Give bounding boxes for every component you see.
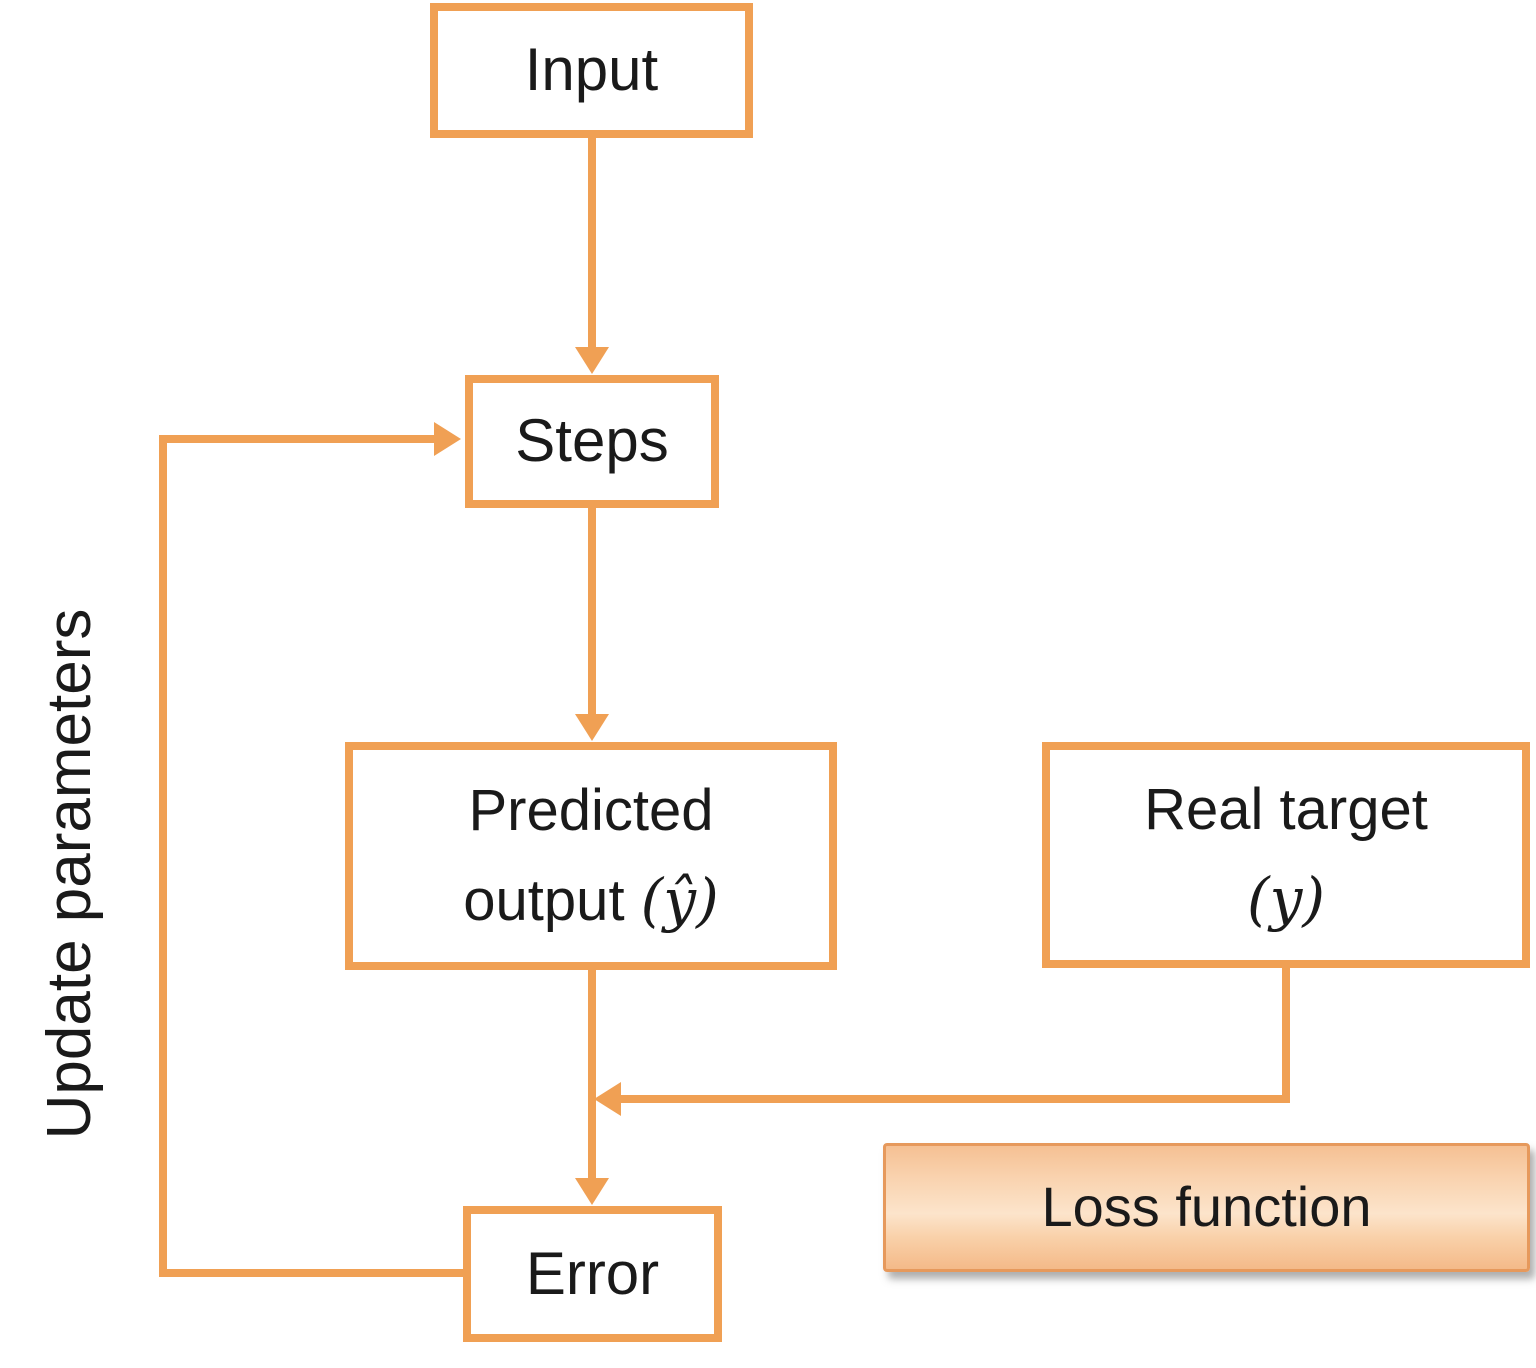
real-target-node-label: Real target (y)	[1144, 777, 1428, 933]
error-node-label: Error	[525, 1239, 660, 1307]
arrowhead-steps-to-predicted	[575, 714, 609, 741]
input-node: Input	[430, 3, 753, 138]
update-parameters-label: Update parameters	[35, 608, 104, 1140]
arrowhead-feedback-into-steps	[434, 422, 461, 456]
edge-input-to-steps	[588, 136, 596, 348]
predicted-output-math-symbol: (ŷ)	[640, 866, 719, 934]
edge-predicted-to-error	[588, 968, 596, 1179]
edge-steps-to-predicted	[588, 506, 596, 714]
loss-function-node-label: Loss function	[1041, 1175, 1372, 1239]
arrowhead-real-target-into-junction	[594, 1082, 621, 1116]
edge-feedback-top	[159, 435, 434, 443]
input-node-label: Input	[524, 36, 659, 104]
loss-function-node: Loss function	[883, 1143, 1530, 1272]
arrowhead-input-to-steps	[575, 347, 609, 374]
edge-real-target-horizontal	[621, 1095, 1290, 1103]
real-target-node: Real target (y)	[1042, 742, 1530, 968]
real-target-math-symbol: (y)	[1246, 865, 1326, 933]
error-node: Error	[463, 1206, 722, 1342]
arrowhead-predicted-to-error	[575, 1178, 609, 1205]
edge-real-target-vertical	[1282, 966, 1290, 1103]
steps-node: Steps	[465, 375, 719, 508]
edge-feedback-bottom	[159, 1269, 465, 1277]
predicted-output-node: Predicted output (ŷ)	[345, 742, 837, 970]
edge-feedback-vertical	[159, 435, 167, 1277]
steps-node-label: Steps	[515, 407, 669, 475]
predicted-output-node-label: Predicted output (ŷ)	[463, 778, 719, 934]
